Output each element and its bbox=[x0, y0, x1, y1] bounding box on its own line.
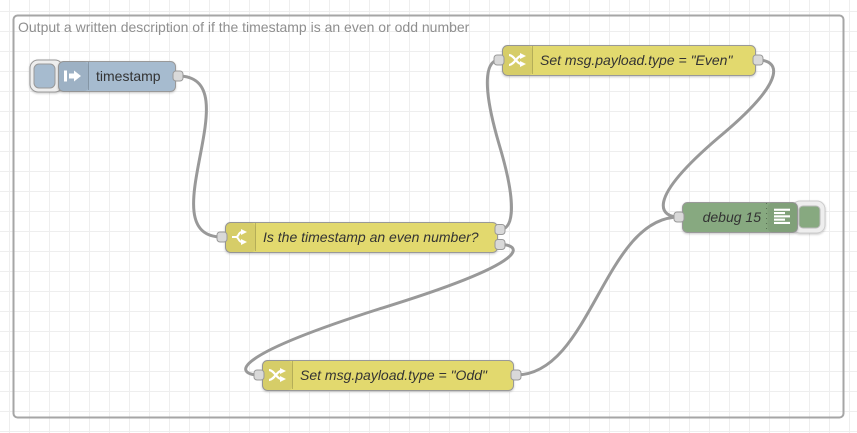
debug-list-icon bbox=[774, 212, 785, 215]
node-change-set-odd[interactable]: Set msg.payload.type = "Odd" bbox=[253, 360, 522, 391]
wire-change-set-odd-to-debug-15[interactable] bbox=[514, 215, 681, 377]
node-label: timestamp bbox=[96, 68, 161, 84]
output-port-1[interactable] bbox=[494, 239, 506, 250]
node-label: debug 15 bbox=[703, 209, 762, 225]
inject-arrow-icon bbox=[69, 70, 81, 82]
icon-area bbox=[225, 222, 256, 253]
icon-area bbox=[767, 202, 798, 233]
output-port-0[interactable] bbox=[752, 54, 764, 66]
wire-change-set-even-to-debug-15[interactable] bbox=[661, 58, 776, 219]
change-swap-icon bbox=[280, 368, 286, 374]
node-change-set-even[interactable]: Set msg.payload.type = "Even" bbox=[493, 45, 764, 76]
debug-list-icon bbox=[774, 215, 790, 218]
node-label: Is the timestamp an even number? bbox=[263, 229, 479, 245]
output-port-0[interactable] bbox=[494, 224, 506, 235]
debug-list-icon bbox=[774, 208, 790, 211]
flow-group-border[interactable] bbox=[12, 14, 845, 419]
change-swap-icon bbox=[520, 61, 526, 67]
inject-button[interactable] bbox=[33, 63, 56, 89]
debug-toggle-button[interactable] bbox=[798, 205, 821, 229]
inject-arrow-icon bbox=[64, 70, 67, 82]
node-label: Set msg.payload.type = "Even" bbox=[540, 52, 733, 68]
wire-switch-even-check-to-change-set-even[interactable] bbox=[485, 58, 513, 231]
wire-inject-timestamp-to-switch-even-check[interactable] bbox=[176, 74, 224, 239]
debug-list-icon bbox=[774, 221, 790, 224]
node-debug-15[interactable]: debug 15 bbox=[673, 200, 826, 234]
node-label: Set msg.payload.type = "Odd" bbox=[300, 367, 488, 383]
debug-list-icon bbox=[774, 218, 785, 221]
input-port[interactable] bbox=[216, 231, 228, 243]
output-port-0[interactable] bbox=[172, 70, 184, 82]
input-port[interactable] bbox=[253, 369, 265, 381]
change-swap-icon bbox=[280, 376, 286, 382]
output-port-0[interactable] bbox=[510, 369, 522, 381]
switch-fork-icon bbox=[241, 229, 247, 235]
input-port[interactable] bbox=[673, 211, 685, 223]
change-swap-icon bbox=[520, 53, 526, 59]
group-label: Output a written description of if the t… bbox=[18, 19, 470, 35]
input-port[interactable] bbox=[493, 54, 505, 66]
switch-fork-icon bbox=[241, 239, 247, 245]
wire-switch-even-check-to-change-set-odd[interactable] bbox=[244, 243, 515, 377]
node-switch-even-check[interactable]: Is the timestamp an even number? bbox=[216, 222, 506, 253]
node-inject-timestamp[interactable]: timestamp bbox=[29, 59, 184, 93]
